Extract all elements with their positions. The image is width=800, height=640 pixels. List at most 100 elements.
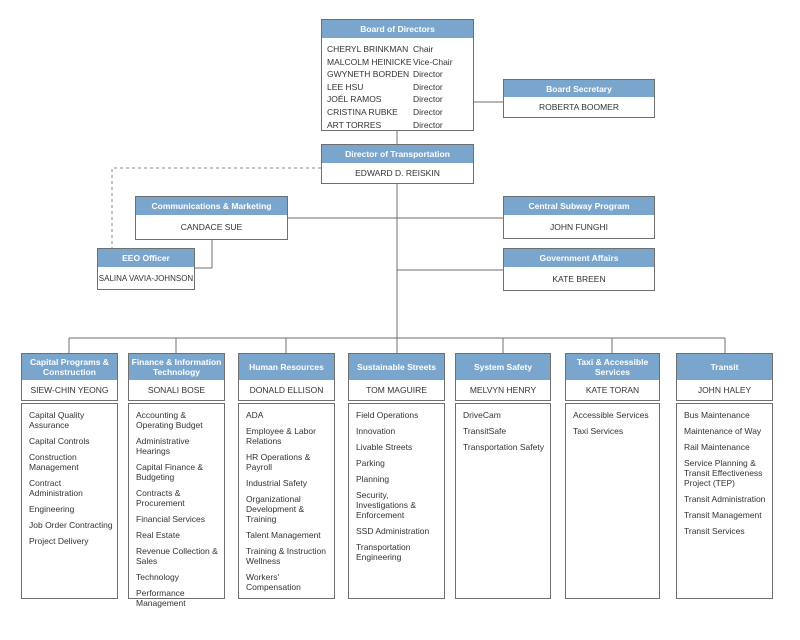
board-member-name: ART TORRES — [327, 119, 382, 130]
unit-item: TransitSafe — [463, 426, 507, 436]
unit-item: SSD Administration — [356, 526, 430, 536]
division-title: Capital Programs & Construction — [22, 354, 117, 380]
unit-item: Transportation Engineering — [356, 542, 411, 562]
director-box: Director of Transportation EDWARD D. REI… — [321, 144, 474, 184]
board-member-row: JOÉL RAMOS Director — [327, 93, 473, 106]
division-title: Human Resources — [239, 354, 334, 380]
director-title: Director of Transportation — [322, 145, 473, 163]
eeo-name: SALINA VAVIA-JOHNSON — [98, 273, 194, 283]
unit-item: Contract Administration — [29, 478, 83, 498]
unit-item: Employee & Labor Relations — [246, 426, 316, 446]
division-title: Transit — [677, 354, 772, 380]
comms-name: CANDACE SUE — [180, 222, 243, 232]
unit-item: Capital Finance & Budgeting — [136, 462, 204, 482]
unit-item: Project Delivery — [29, 536, 89, 546]
comms-box: Communications & Marketing CANDACE SUE — [135, 196, 288, 240]
board-member-name: GWYNETH BORDEN — [327, 69, 410, 80]
director-name: EDWARD D. REISKIN — [355, 168, 440, 178]
unit-item: Parking — [356, 458, 385, 468]
unit-item: Taxi Services — [573, 426, 624, 436]
unit-item: Contracts & Procurement — [136, 488, 185, 508]
division-title: Sustainable Streets — [349, 354, 444, 380]
board-member-row: LEE HSU Director — [327, 81, 473, 94]
unit-item: Capital Controls — [29, 436, 90, 446]
unit-item: Administrative Hearings — [136, 436, 190, 456]
gov-title: Government Affairs — [504, 249, 654, 267]
unit-item: Rail Maintenance — [684, 442, 750, 452]
unit-item: Transit Management — [684, 510, 762, 520]
unit-item: Technology — [136, 572, 180, 582]
unit-item: Industrial Safety — [246, 478, 307, 488]
unit-item: Innovation — [356, 426, 396, 436]
division-head-name: SONALI BOSE — [147, 385, 206, 395]
unit-item: Field Operations — [356, 410, 419, 420]
division-head-name: KATE TORAN — [585, 385, 640, 395]
unit-item: ADA — [246, 410, 264, 420]
division-head-name: TOM MAGUIRE — [366, 385, 427, 395]
division-head-name: DONALD ELLISON — [249, 385, 324, 395]
unit-item: Job Order Contracting — [29, 520, 113, 530]
unit-item: HR Operations & Payroll — [246, 452, 311, 472]
board-secretary-title: Board Secretary — [504, 80, 654, 97]
unit-item: Accounting & Operating Budget — [136, 410, 203, 430]
board-member-role: Director — [413, 69, 443, 80]
division-title: Finance & Information Technology — [129, 354, 224, 380]
board-member-role: Director — [413, 81, 443, 92]
unit-item: Training & Instruction Wellness — [246, 546, 326, 566]
division-title: Taxi & Accessible Services — [566, 354, 659, 380]
board-member-name: LEE HSU — [327, 81, 364, 92]
unit-item: DriveCam — [463, 410, 501, 420]
eeo-title: EEO Officer — [98, 249, 194, 267]
unit-item: Real Estate — [136, 530, 180, 540]
unit-item: Security, Investigations & Enforcement — [356, 490, 417, 520]
unit-item: Accessible Services — [573, 410, 649, 420]
unit-item: Transit Services — [684, 526, 745, 536]
unit-item: Transit Administration — [684, 494, 766, 504]
division-head-name: MELVYN HENRY — [469, 385, 537, 395]
unit-item: Capital Quality Assurance — [29, 410, 85, 430]
eeo-box: EEO Officer SALINA VAVIA-JOHNSON — [97, 248, 195, 290]
subway-name: JOHN FUNGHI — [549, 221, 609, 232]
board-member-row: CRISTINA RUBKE Director — [327, 106, 473, 119]
board-title: Board of Directors — [322, 20, 473, 38]
unit-item: Service Planning & Transit Effectiveness… — [684, 458, 763, 488]
board-member-row: ART TORRES Director — [327, 119, 473, 132]
division-head-name: SIEW-CHIN YEONG — [30, 385, 109, 395]
board-member-role: Vice-Chair — [413, 56, 453, 67]
unit-item: Maintenance of Way — [684, 426, 762, 436]
unit-item: Planning — [356, 474, 390, 484]
board-member-role: Director — [413, 94, 443, 105]
division-title: System Safety — [456, 354, 550, 380]
unit-item: Talent Management — [246, 530, 321, 540]
board-member-role: Chair — [413, 44, 434, 54]
board-secretary-name: ROBERTA BOOMER — [539, 102, 619, 112]
comms-title: Communications & Marketing — [136, 197, 287, 215]
board-member-role: Director — [413, 106, 443, 117]
unit-item: Organizational Development & Training — [246, 494, 305, 524]
unit-item: Construction Management — [29, 452, 79, 472]
board-member-name: JOÉL RAMOS — [327, 94, 382, 105]
board-member-role: Director — [413, 119, 443, 130]
board-secretary-box: Board Secretary ROBERTA BOOMER — [503, 79, 655, 118]
division-head-name: JOHN HALEY — [697, 385, 752, 395]
unit-item: Engineering — [29, 504, 75, 514]
unit-item: Livable Streets — [356, 442, 413, 452]
board-member-name: CRISTINA RUBKE — [327, 106, 398, 117]
subway-title: Central Subway Program — [504, 197, 654, 215]
unit-item: Bus Maintenance — [684, 410, 750, 420]
